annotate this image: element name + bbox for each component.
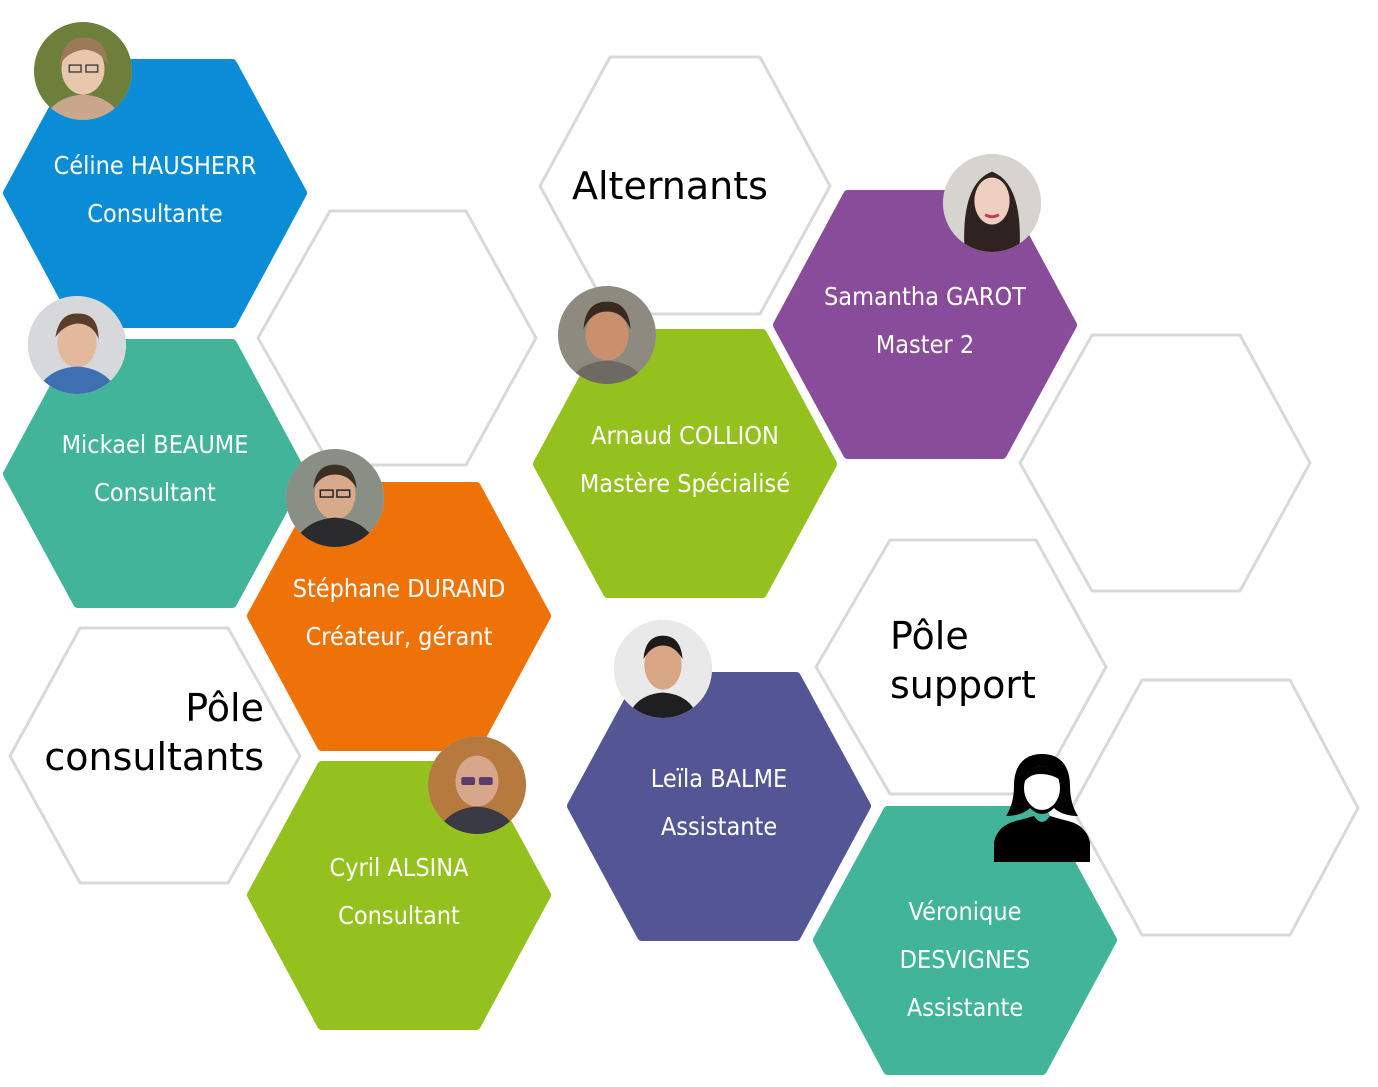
person-name: Arnaud COLLION [591,421,779,450]
person-name-line2: DESVIGNES [899,945,1031,974]
user-silhouette-icon [994,754,1090,862]
person-role: Mastère Spécialisé [579,469,791,498]
person-label-stephane: Stéphane DURAND Créateur, gérant [278,565,521,661]
person-role: Assistante [660,812,778,841]
hexagon-arnaud [533,329,837,598]
group-title-alternants: Alternants [572,162,768,211]
avatar-stephane [286,449,384,547]
person-label-celine: Céline HAUSHERR Consultante [34,142,277,238]
person-name: Stéphane DURAND [292,574,506,603]
person-label-cyril: Cyril ALSINA Consultant [278,844,521,940]
person-label-arnaud: Arnaud COLLION Mastère Spécialisé [564,412,807,508]
person-name: Mickael BEAUME [61,430,249,459]
group-title-line2: consultants [44,735,264,779]
empty-hexagon [8,626,302,885]
person-role: Assistante [906,993,1024,1022]
avatar-celine [34,22,132,120]
person-name: Cyril ALSINA [329,853,469,882]
empty-hexagon [256,209,538,467]
group-title-consultants: Pôle consultants [24,684,264,782]
avatar-arnaud [558,286,656,384]
hexagon-leila [567,672,871,941]
avatar-cyril [428,736,526,834]
person-label-mickael: Mickael BEAUME Consultant [34,421,277,517]
group-title-support: Pôle support [890,612,1036,710]
avatar-samantha [943,154,1041,252]
group-title-text: Alternants [572,164,768,208]
person-role: Consultant [338,901,460,930]
empty-hexagon [1018,333,1312,593]
person-name: Céline HAUSHERR [53,151,257,180]
avatar-mickael [28,296,126,394]
person-label-leila: Leïla BALME Assistante [598,755,841,851]
empty-hexagon [538,55,832,316]
avatar-leila [614,620,712,718]
person-role: Consultant [94,478,216,507]
group-title-line2: support [890,663,1036,707]
person-role: Consultante [87,199,223,228]
group-title-line1: Pôle [890,614,969,658]
person-role: Master 2 [875,330,975,359]
person-label-veronique: Véronique DESVIGNES Assistante [844,888,1087,1032]
group-title-line1: Pôle [185,686,264,730]
person-role: Créateur, gérant [305,622,493,651]
person-name: Samantha GAROT [824,282,1026,311]
person-name: Leïla BALME [650,764,788,793]
hexagon-mickael [3,339,307,608]
empty-hexagon [1070,678,1360,937]
person-name: Véronique [908,897,1022,926]
person-label-samantha: Samantha GAROT Master 2 [804,273,1047,369]
hexagon-celine [3,59,307,328]
